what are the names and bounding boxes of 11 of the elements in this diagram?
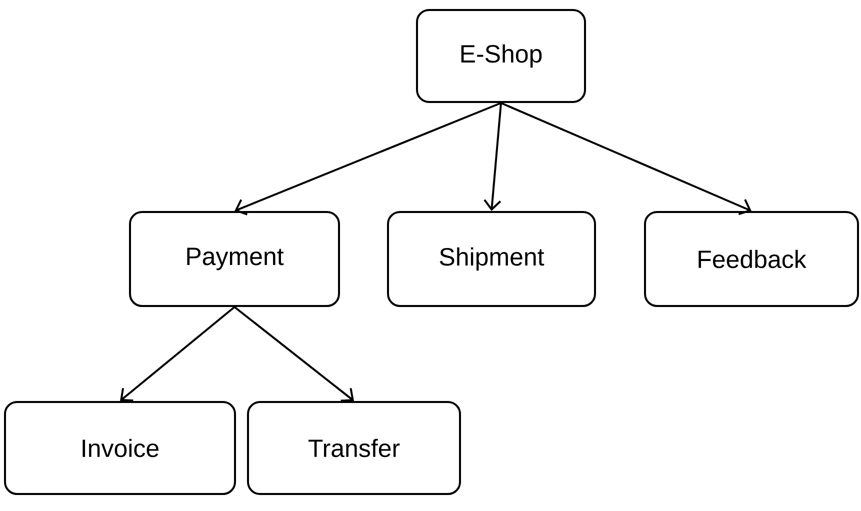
process-box: Feedback	[644, 211, 860, 307]
arrow	[120, 306, 236, 402]
process-box: Invoice	[4, 401, 236, 495]
process-box: Payment	[129, 211, 340, 307]
process-box: Transfer	[247, 401, 461, 495]
arrow	[234, 102, 502, 216]
arrow	[484, 102, 502, 211]
arrow	[234, 306, 354, 402]
process-box: Shipment	[387, 211, 596, 307]
process-box: E-Shop	[416, 9, 586, 103]
arrow	[500, 102, 752, 216]
